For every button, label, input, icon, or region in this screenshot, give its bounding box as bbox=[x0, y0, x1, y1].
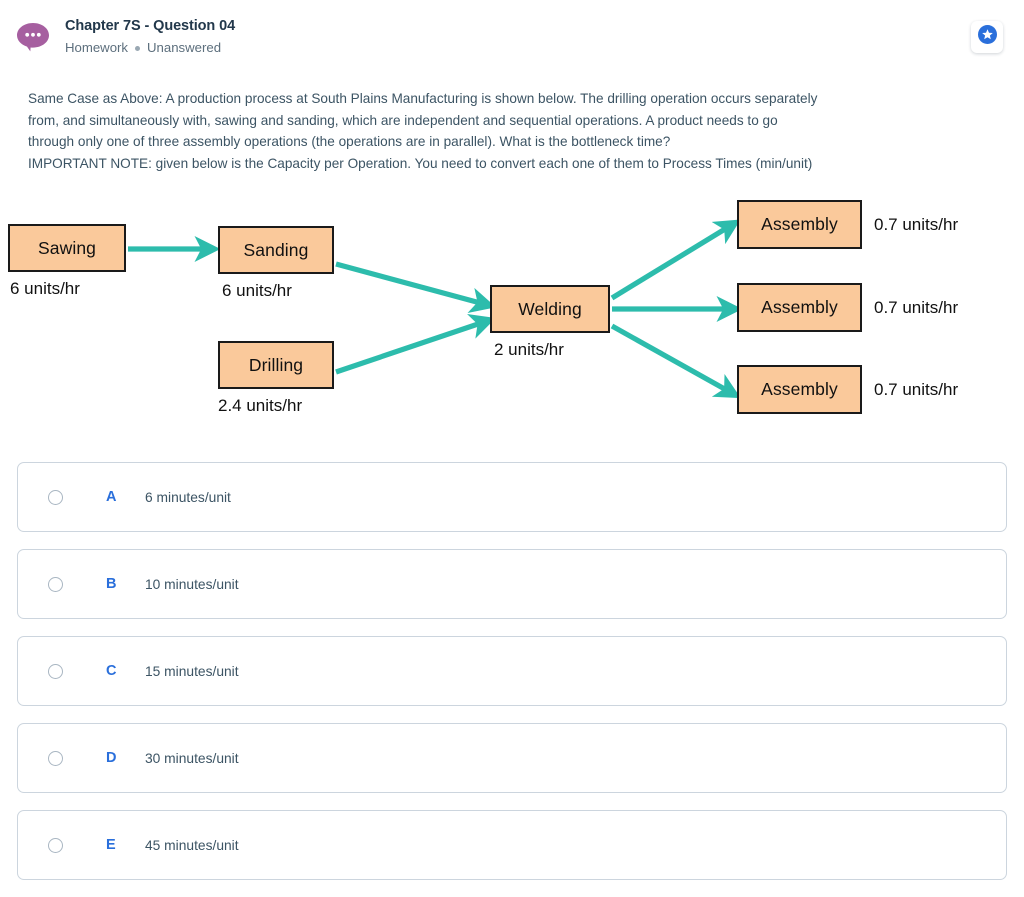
prompt-line-1: Same Case as Above: A production process… bbox=[28, 91, 818, 106]
status-badge: Unanswered bbox=[147, 40, 222, 55]
option-row-a[interactable]: A 6 minutes/unit bbox=[17, 462, 1007, 532]
option-letter-a: A bbox=[106, 489, 117, 505]
node-welding-capacity: 2 units/hr bbox=[494, 340, 564, 359]
option-letter-b: B bbox=[106, 576, 117, 592]
node-assembly-2-label: Assembly bbox=[761, 297, 838, 317]
star-circle-icon bbox=[977, 25, 997, 49]
node-assembly-3-label: Assembly bbox=[761, 379, 838, 399]
answer-options-list: A 6 minutes/unit B 10 minutes/unit C 15 … bbox=[17, 462, 1007, 897]
node-sawing-capacity: 6 units/hr bbox=[10, 279, 80, 298]
prompt-line-4: IMPORTANT NOTE: given below is the Capac… bbox=[28, 155, 813, 171]
radio-option-e[interactable] bbox=[48, 837, 63, 853]
diagram-arrows bbox=[128, 219, 743, 399]
node-assembly-2-capacity: 0.7 units/hr bbox=[874, 298, 959, 317]
option-text-e: 45 minutes/unit bbox=[145, 837, 239, 853]
option-text-c: 15 minutes/unit bbox=[145, 663, 239, 679]
meta-separator-dot bbox=[135, 45, 141, 51]
node-drilling: Drilling bbox=[218, 341, 334, 389]
edge-welding-assembly-3 bbox=[610, 323, 741, 399]
prompt-line-2: from, and simultaneously with, sawing an… bbox=[28, 112, 778, 128]
process-flow-diagram: Sawing 6 units/hr Sanding 6 units/hr Dri… bbox=[0, 186, 1024, 438]
question-prompt: Same Case as Above: A production process… bbox=[28, 88, 1000, 174]
node-sanding-capacity: 6 units/hr bbox=[222, 281, 292, 300]
node-assembly-1: Assembly bbox=[737, 200, 862, 249]
speech-bubble-ellipsis-icon bbox=[16, 22, 50, 52]
option-text-b: 10 minutes/unit bbox=[145, 576, 239, 592]
question-meta: Homework Unanswered bbox=[65, 39, 235, 57]
edge-welding-assembly-1 bbox=[610, 219, 741, 301]
node-assembly-1-label: Assembly bbox=[761, 214, 838, 234]
node-assembly-3: Assembly bbox=[737, 365, 862, 414]
node-assembly-2: Assembly bbox=[737, 283, 862, 332]
node-drilling-label: Drilling bbox=[248, 354, 304, 375]
radio-option-b[interactable] bbox=[48, 576, 63, 592]
favorite-button[interactable] bbox=[971, 21, 1003, 53]
option-letter-c: C bbox=[106, 663, 117, 679]
page-title: Chapter 7S - Question 04 bbox=[65, 18, 236, 34]
radio-option-d[interactable] bbox=[48, 750, 63, 766]
option-letter-d: D bbox=[106, 750, 117, 766]
node-sawing-label: Sawing bbox=[38, 237, 96, 258]
option-row-b[interactable]: B 10 minutes/unit bbox=[17, 549, 1007, 619]
edge-drilling-welding bbox=[335, 314, 496, 375]
prompt-line-3: through only one of three assembly opera… bbox=[28, 134, 671, 149]
option-row-c[interactable]: C 15 minutes/unit bbox=[17, 636, 1007, 706]
node-assembly-3-capacity: 0.7 units/hr bbox=[874, 380, 959, 399]
node-sanding-label: Sanding bbox=[243, 239, 309, 260]
node-sanding: Sanding bbox=[218, 226, 334, 274]
question-category: Homework bbox=[65, 40, 129, 55]
radio-option-c[interactable] bbox=[48, 663, 63, 679]
radio-option-a[interactable] bbox=[48, 489, 63, 505]
option-letter-e: E bbox=[106, 837, 116, 853]
option-text-a: 6 minutes/unit bbox=[145, 489, 231, 505]
node-sawing: Sawing bbox=[8, 224, 126, 272]
header-text-block: Chapter 7S - Question 04 Homework Unansw… bbox=[65, 16, 235, 57]
option-row-d[interactable]: D 30 minutes/unit bbox=[17, 723, 1007, 793]
node-assembly-1-capacity: 0.7 units/hr bbox=[874, 215, 959, 234]
node-welding-label: Welding bbox=[518, 298, 582, 319]
edge-sanding-welding bbox=[335, 261, 497, 314]
question-header: Chapter 7S - Question 04 Homework Unansw… bbox=[0, 0, 1024, 76]
option-text-d: 30 minutes/unit bbox=[145, 750, 239, 766]
node-drilling-capacity: 2.4 units/hr bbox=[218, 396, 303, 415]
option-row-e[interactable]: E 45 minutes/unit bbox=[17, 810, 1007, 880]
node-welding: Welding bbox=[490, 285, 610, 333]
